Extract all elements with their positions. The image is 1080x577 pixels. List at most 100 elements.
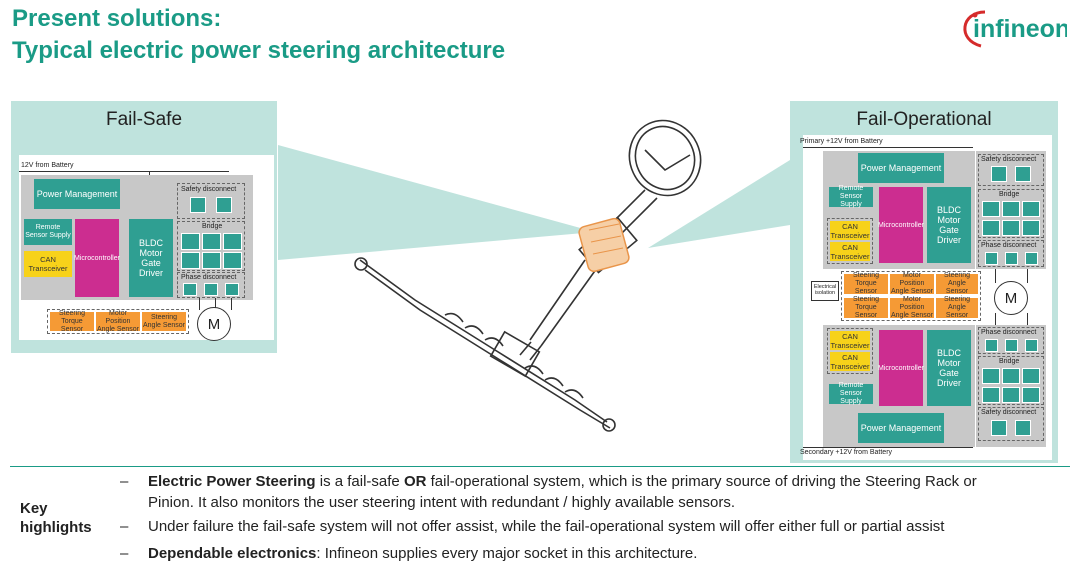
highlight-3-bold: Dependable electronics — [148, 545, 317, 562]
fo-phase-wire — [995, 313, 996, 327]
fo-switch — [982, 387, 1000, 403]
fo-phase-wire — [1027, 269, 1028, 283]
fs-switch — [181, 233, 200, 250]
fo-upper-bridge-label: Bridge — [999, 191, 1020, 198]
fo-switch — [1005, 252, 1018, 265]
fo-lower-can-group — [827, 328, 873, 374]
fs-switch — [225, 283, 239, 296]
fo-lower-safety-label: Safety disconnect — [981, 409, 1037, 416]
fo-lower-can-1: CAN Transceiver — [830, 331, 870, 350]
fo-upper-safety-label: Safety disconnect — [981, 156, 1037, 163]
fs-bldc-gate-driver: BLDC Motor Gate Driver — [129, 219, 173, 297]
fo-sensor-torque-1: Steering Torque Sensor — [844, 272, 888, 295]
fs-sensor-group — [47, 309, 189, 334]
fo-switch — [1022, 387, 1040, 403]
fo-switch — [1002, 387, 1020, 403]
highlight-1-bold: Electric Power Steering — [148, 473, 316, 490]
fs-power-management: Power Management — [34, 179, 120, 209]
fo-switch — [1025, 339, 1038, 352]
highlight-1-text2: fail-operational system, which is the pr… — [426, 473, 977, 490]
fs-bridge: Bridge — [177, 221, 245, 271]
fs-switch — [223, 233, 242, 250]
fo-switch — [1015, 166, 1031, 182]
fo-switch — [982, 220, 1000, 236]
fo-upper-remote-sensor: Remote Sensor Supply — [829, 185, 873, 208]
fo-upper-can-2: CAN Transceiver — [830, 242, 870, 261]
fo-upper-can-group — [827, 218, 873, 264]
fo-motor: M — [994, 281, 1028, 315]
fo-switch — [1022, 201, 1040, 217]
highlights-separator — [10, 466, 1070, 467]
highlight-1-text1: is a fail-safe — [315, 473, 404, 490]
highlight-3: Dependable electronics: Infineon supplie… — [148, 543, 697, 564]
page-title-line1: Present solutions: — [12, 5, 222, 32]
page-title-line2: Typical electric power steering architec… — [12, 37, 506, 64]
highlight-2: Under failure the fail-safe system will … — [148, 518, 945, 535]
bullet-dash: – — [120, 545, 129, 562]
fs-phase-disconnect-label: Phase disconnect — [181, 274, 237, 281]
fo-switch — [1002, 368, 1020, 384]
fail-safe-diagram: 12V from Battery Power Management Remote… — [19, 155, 274, 341]
fo-phase-wire — [995, 269, 996, 283]
bullet-dash: – — [120, 473, 129, 490]
fo-lower-bridge-label: Bridge — [999, 358, 1020, 365]
fs-phase-wire — [215, 298, 216, 310]
fo-sensor-motor-1: Motor Position Angle Sensor — [890, 272, 934, 295]
logo-text: infineon — [973, 15, 1067, 43]
fo-switch — [1002, 220, 1020, 236]
steering-system-illustration — [354, 119, 702, 432]
fo-upper-can-1: CAN Transceiver — [830, 221, 870, 240]
fo-sensor-group — [841, 271, 981, 321]
fail-operational-diagram: Primary +12V from Battery Power Manageme… — [800, 135, 1052, 460]
fo-switch — [982, 368, 1000, 384]
fs-switch — [216, 197, 232, 213]
fo-phase-wire — [1027, 313, 1028, 327]
fo-lower-remote-sensor: Remote Sensor Supply — [829, 382, 873, 405]
fo-switch — [1005, 339, 1018, 352]
fs-supply-line — [19, 171, 229, 172]
fail-operational-heading: Fail-Operational — [856, 109, 992, 130]
fs-phase-wire — [231, 298, 232, 310]
fo-supply-line — [803, 147, 973, 148]
fo-switch — [982, 201, 1000, 217]
fs-switch — [183, 283, 197, 296]
fo-sensor-torque-2: Steering Torque Sensor — [844, 296, 888, 319]
fo-lower-power-management: Power Management — [858, 413, 944, 443]
fs-safety-disconnect: Safety disconnect — [177, 183, 245, 219]
fo-upper-power-management: Power Management — [858, 153, 944, 183]
fo-primary-supply-label: Primary +12V from Battery — [800, 138, 883, 145]
fs-phase-disconnect: Phase disconnect — [177, 272, 245, 298]
fo-lower-microcontroller: Microcontroller — [878, 330, 924, 406]
fo-upper-bldc: BLDC Motor Gate Driver — [927, 187, 971, 263]
fs-bridge-label: Bridge — [202, 223, 223, 230]
highlight-3-text: : Infineon supplies every major socket i… — [316, 545, 698, 562]
fo-switch — [1022, 220, 1040, 236]
highlight-1-line2: Pinion. It also monitors the user steeri… — [148, 494, 735, 511]
fo-lower-safety-disconnect: Safety disconnect — [978, 407, 1044, 441]
fo-lower-phase-disconnect: Phase disconnect — [978, 327, 1044, 354]
key-highlights-label-1: Key — [20, 500, 48, 517]
fo-upper-phase-disconnect: Phase disconnect — [978, 240, 1044, 267]
fs-switch — [204, 283, 218, 296]
fs-steering-angle-sensor: Steering Angle Sensor — [142, 312, 186, 331]
fo-switch — [991, 420, 1007, 436]
fs-microcontroller: Microcontroller — [74, 219, 120, 297]
callout-wedges — [278, 145, 790, 260]
fo-switch — [1015, 420, 1031, 436]
fs-phase-wire — [199, 298, 200, 310]
fs-can-transceiver: CAN Transceiver — [24, 251, 72, 277]
fo-switch — [1022, 368, 1040, 384]
key-highlights-label-2: highlights — [20, 519, 92, 536]
fs-supply-label: 12V from Battery — [21, 162, 74, 169]
fs-switch — [190, 197, 206, 213]
fs-safety-disconnect-label: Safety disconnect — [181, 186, 237, 193]
fo-switch — [985, 339, 998, 352]
fo-upper-bridge: Bridge — [978, 189, 1044, 238]
infineon-logo: infineon — [955, 6, 1070, 50]
fs-remote-sensor-supply: Remote Sensor Supply — [24, 219, 72, 245]
fo-upper-safety-disconnect: Safety disconnect — [978, 154, 1044, 186]
fo-lower-can-2: CAN Transceiver — [830, 352, 870, 371]
fail-safe-heading: Fail-Safe — [105, 109, 183, 130]
fs-switch — [181, 252, 200, 269]
highlight-1: Electric Power Steering is a fail-safe O… — [148, 471, 1068, 513]
